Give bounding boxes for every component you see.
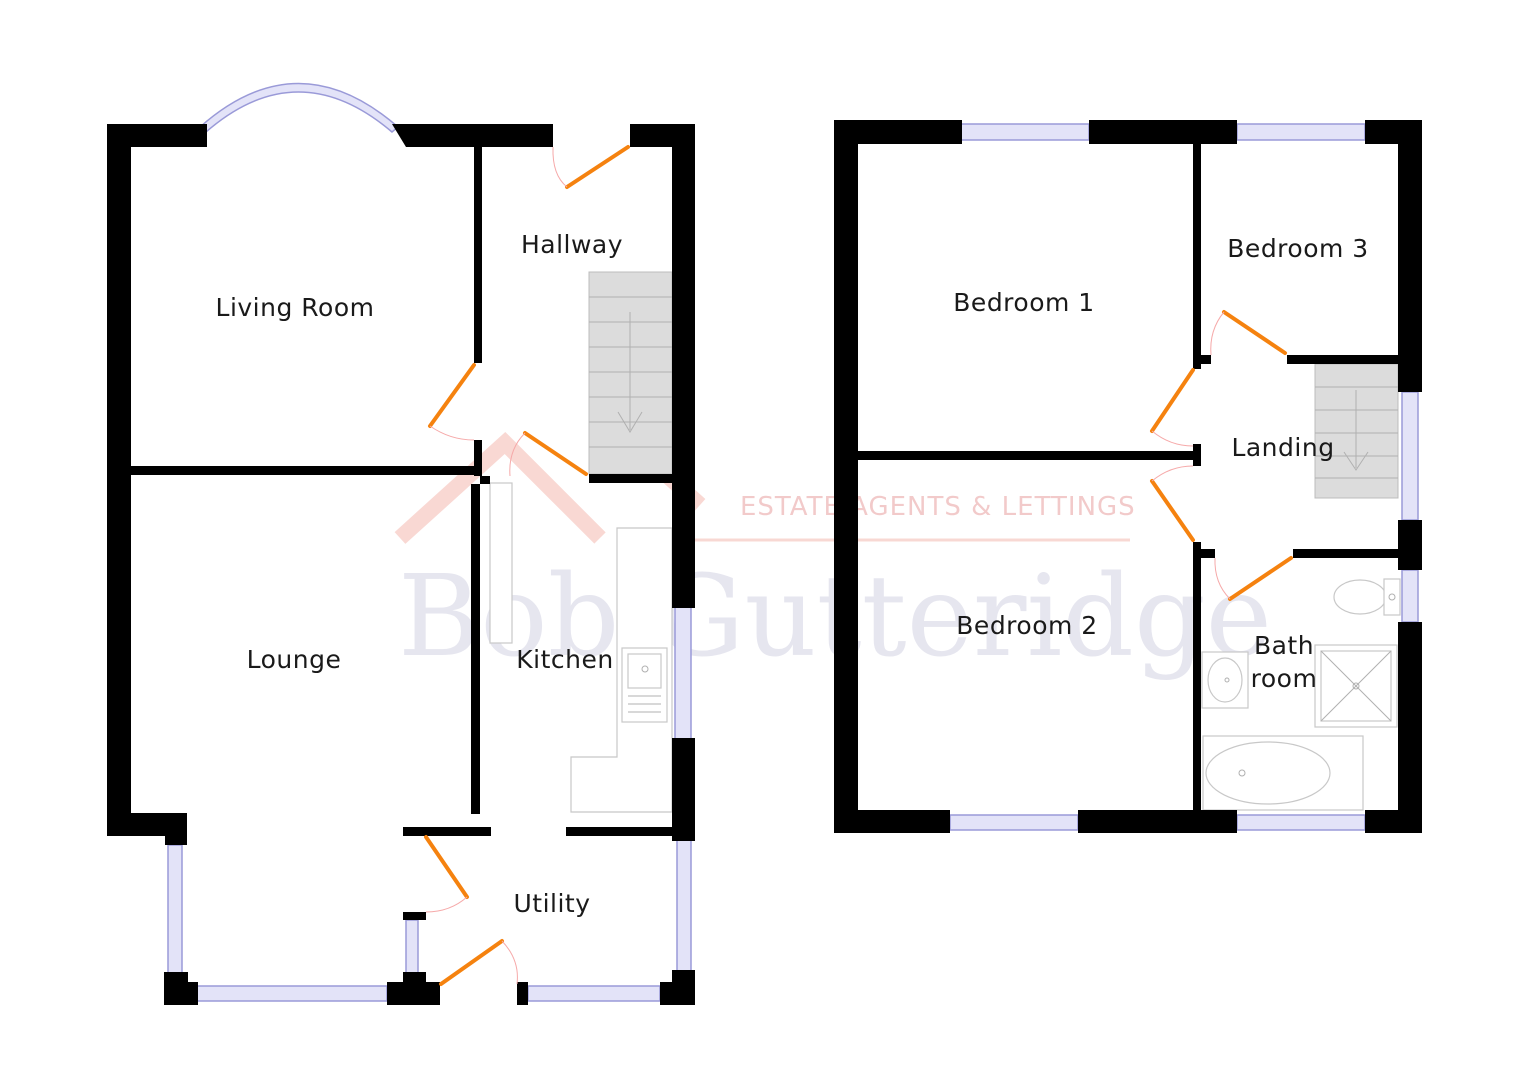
front-door bbox=[565, 145, 630, 189]
window-utility-bottom bbox=[527, 985, 661, 1002]
window-bathroom-bottom bbox=[1236, 814, 1366, 831]
first-walls bbox=[834, 120, 1422, 833]
watermark-roof-icon bbox=[394, 431, 606, 544]
back-door bbox=[439, 939, 504, 986]
shower-tray bbox=[1314, 644, 1398, 728]
window-bedroom-2 bbox=[949, 814, 1079, 831]
bathroom-fittings bbox=[1201, 578, 1401, 811]
window-utility-side bbox=[676, 839, 692, 974]
room-label-kitchen: Kitchen bbox=[516, 645, 613, 674]
room-label-landing: Landing bbox=[1231, 433, 1334, 462]
window-kitchen bbox=[674, 606, 692, 740]
window-lounge-bay-bottom bbox=[194, 985, 388, 1002]
door-living-room bbox=[428, 363, 476, 428]
first-floor: Bedroom 1 Bedroom 3 Landing Bedroom 2 Ba… bbox=[834, 120, 1422, 833]
door-lounge-utility bbox=[424, 835, 469, 899]
toilet bbox=[1333, 578, 1401, 616]
door-bathroom bbox=[1228, 556, 1293, 601]
window-lounge-bay-left bbox=[167, 844, 183, 976]
fridge-unit bbox=[489, 482, 513, 644]
room-label-bedroom-2: Bedroom 2 bbox=[956, 611, 1097, 640]
door-bedroom-3 bbox=[1222, 310, 1287, 355]
ground-walls bbox=[107, 124, 695, 1005]
room-label-hallway: Hallway bbox=[521, 230, 623, 259]
wash-basin bbox=[1201, 651, 1249, 709]
door-kitchen bbox=[523, 431, 588, 476]
ground-doors bbox=[424, 145, 630, 986]
room-label-utility: Utility bbox=[513, 889, 590, 918]
room-label-bedroom-3: Bedroom 3 bbox=[1227, 234, 1368, 263]
door-bedroom-1 bbox=[1150, 368, 1195, 433]
window-lounge-bay-right bbox=[405, 919, 419, 977]
room-label-living-room: Living Room bbox=[216, 293, 375, 322]
stairs-first bbox=[1314, 363, 1399, 499]
room-label-bathroom-line2: room bbox=[1251, 664, 1318, 693]
ground-floor: Living Room Hallway Lounge Kitchen Utili… bbox=[107, 82, 695, 1005]
window-landing bbox=[1401, 391, 1419, 521]
window-bedroom-1 bbox=[960, 123, 1090, 141]
stairs-ground bbox=[588, 271, 673, 475]
room-label-bathroom-line1: Bath bbox=[1254, 631, 1314, 660]
kitchen-units bbox=[489, 482, 673, 813]
window-bedroom-3 bbox=[1236, 123, 1366, 141]
door-bedroom-2 bbox=[1150, 479, 1195, 542]
room-label-lounge: Lounge bbox=[247, 645, 342, 674]
room-label-bedroom-1: Bedroom 1 bbox=[953, 288, 1094, 317]
first-doors bbox=[1150, 310, 1293, 601]
bay-window-top bbox=[198, 82, 400, 133]
bathtub bbox=[1202, 735, 1364, 811]
watermark-tagline: ESTATE AGENTS & LETTINGS bbox=[740, 492, 1136, 522]
ground-labels: Living Room Hallway Lounge Kitchen Utili… bbox=[216, 230, 623, 918]
window-bathroom-side bbox=[1401, 569, 1419, 623]
first-labels: Bedroom 1 Bedroom 3 Landing Bedroom 2 Ba… bbox=[953, 234, 1368, 693]
